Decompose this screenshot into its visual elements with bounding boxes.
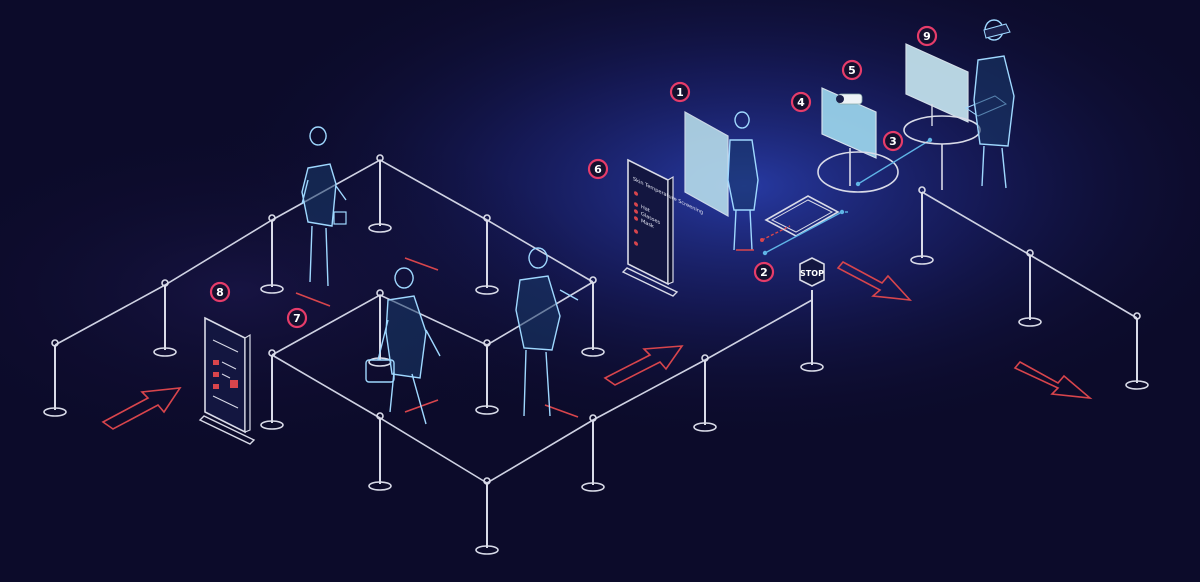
screening-item: Hat [641, 204, 650, 214]
badge-5: 5 [841, 59, 863, 81]
svg-text:5: 5 [848, 64, 856, 77]
floor-mat-2 [764, 195, 840, 237]
stop-sign-label: STOP [800, 269, 824, 278]
post [475, 477, 499, 555]
svg-text:4: 4 [797, 96, 805, 109]
arrow-icon [1013, 360, 1093, 400]
camera-icon [836, 93, 863, 105]
post [1125, 312, 1149, 390]
post [800, 300, 824, 372]
svg-text:9: 9 [923, 30, 931, 43]
stanchion-posts [43, 154, 1149, 555]
arrow-icon [836, 260, 913, 302]
svg-text:7: 7 [293, 312, 301, 325]
security-officer [973, 19, 1015, 189]
post [153, 279, 177, 357]
post [475, 214, 499, 295]
post [581, 276, 605, 357]
post [43, 339, 67, 417]
badge-8: 8 [209, 281, 231, 303]
post [475, 339, 499, 415]
post [368, 412, 392, 491]
stop-sign: STOP [799, 257, 825, 300]
rope-bottom-left [271, 299, 813, 484]
screening-zone-3 [817, 151, 899, 193]
svg-text:2: 2 [760, 266, 768, 279]
person-queue-3 [515, 247, 579, 417]
svg-text:8: 8 [216, 286, 224, 299]
badge-2: 2 [753, 261, 775, 283]
post [368, 154, 392, 233]
post [693, 354, 717, 432]
svg-text:1: 1 [676, 86, 684, 99]
post [260, 349, 284, 430]
person-queue-2 [365, 267, 441, 425]
svg-text:6: 6 [594, 163, 602, 176]
person-being-screened [727, 111, 759, 251]
badge-4: 4 [790, 91, 812, 113]
person-queue-1 [301, 126, 347, 287]
monitor-panel-9 [905, 43, 969, 123]
badge-6: 6 [587, 158, 609, 180]
badge-3: 3 [882, 130, 904, 152]
post [260, 214, 284, 294]
badge-7: 7 [286, 307, 308, 329]
floor-arrows [101, 260, 1093, 430]
post [581, 414, 605, 492]
badge-1: 1 [669, 81, 691, 103]
screening-area [684, 87, 933, 256]
floor-distance-markers [295, 257, 579, 418]
arrow-icon [101, 387, 182, 430]
svg-text:3: 3 [889, 135, 897, 148]
post [910, 186, 934, 265]
badge-9: 9 [916, 25, 938, 47]
display-panel-1 [684, 110, 729, 218]
info-kiosk-sign [198, 316, 256, 445]
post [1018, 249, 1042, 327]
arrow-icon [603, 345, 684, 386]
